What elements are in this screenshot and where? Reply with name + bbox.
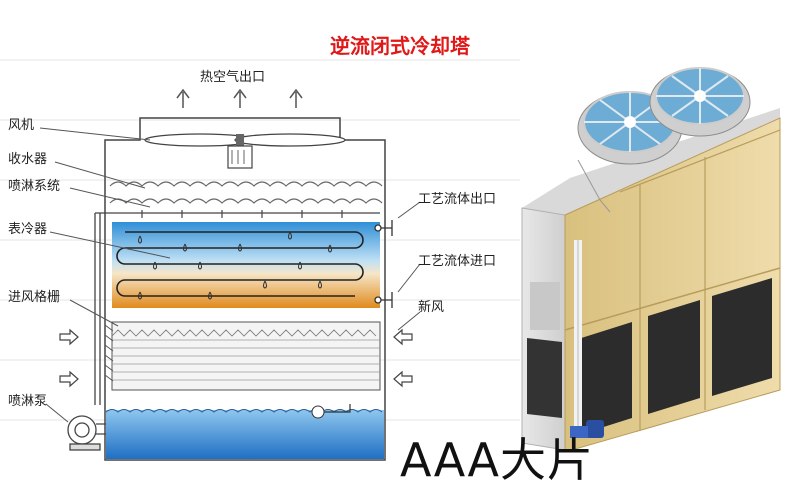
air-grille: [104, 324, 114, 382]
label-collector: 收水器: [8, 152, 48, 167]
label-fan: 风机: [8, 118, 35, 133]
cooling-tower-product-illustration: [521, 67, 781, 453]
water-droplets: [138, 231, 332, 300]
process-fluid-outlet-port: [374, 220, 393, 236]
label-spray-pump: 喷淋泵: [8, 394, 48, 409]
fill-media: [111, 321, 381, 391]
collector-icon: [109, 181, 383, 204]
fresh-air-arrows: [59, 328, 413, 388]
diagram-title: 逆流闭式冷却塔: [330, 34, 470, 58]
spray-header: [110, 210, 380, 218]
coil-tubes: [116, 231, 364, 297]
label-spray-system: 喷淋系统: [8, 179, 61, 194]
watermark-text: AAA大片: [400, 433, 594, 487]
fan-icon: [144, 133, 346, 169]
water-basin: [105, 404, 384, 459]
label-process-fluid-out: 工艺流体出口: [418, 192, 497, 207]
label-air-grille: 进风格栅: [8, 290, 61, 305]
label-process-fluid-in: 工艺流体进口: [418, 254, 497, 269]
label-cooler: 表冷器: [8, 222, 48, 237]
cooler-coil-block: [112, 222, 380, 308]
label-hot-air-out: 热空气出口: [200, 70, 266, 85]
spray-pump-icon: [67, 212, 110, 451]
process-fluid-inlet-port: [374, 292, 393, 308]
hot-air-arrows: [176, 88, 303, 108]
label-fresh-air: 新风: [418, 300, 445, 315]
leader-lines: [39, 127, 421, 423]
